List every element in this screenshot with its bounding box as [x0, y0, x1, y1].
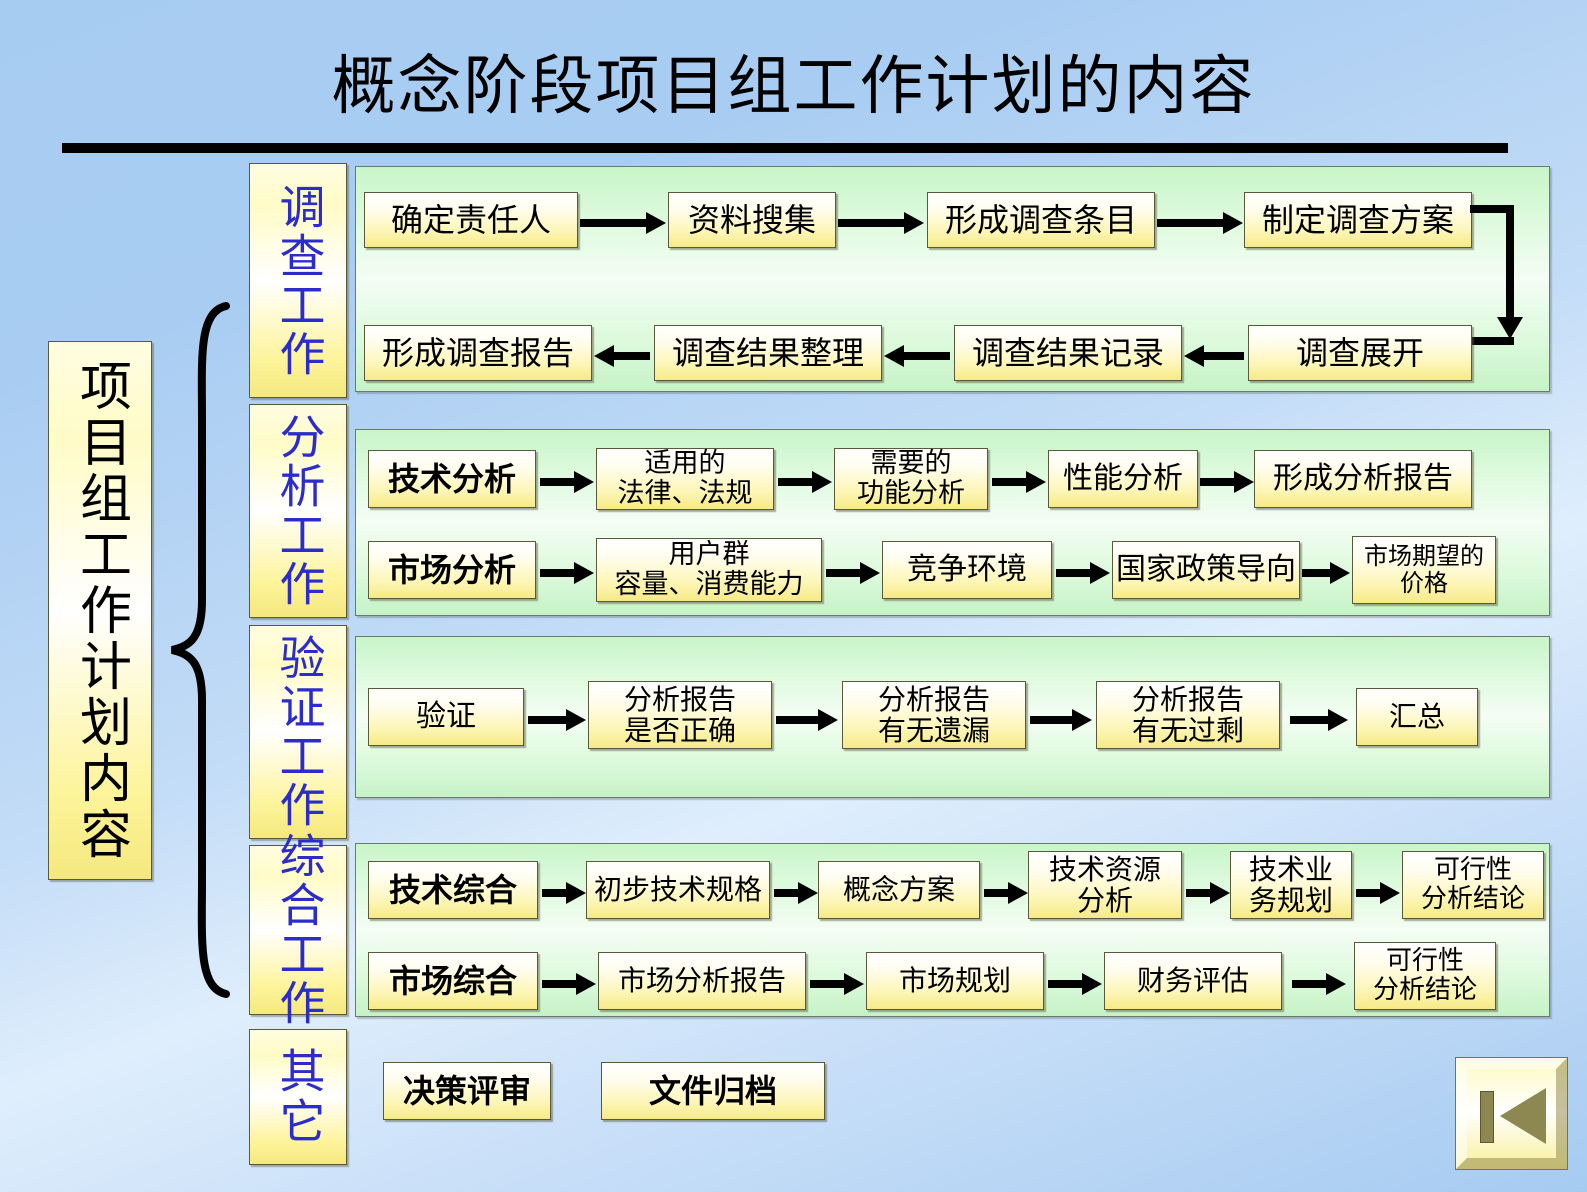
node-synthesis-0-4[interactable]: 技术业务规划: [1230, 851, 1352, 919]
node-analysis-0-4[interactable]: 形成分析报告: [1254, 450, 1472, 508]
category-label-text: 验证工作: [273, 634, 325, 830]
node-verification-0-1[interactable]: 分析报告是否正确: [588, 681, 772, 749]
node-synthesis-0-3[interactable]: 技术资源分析: [1028, 851, 1182, 919]
node-analysis-0-2[interactable]: 需要的功能分析: [834, 448, 988, 510]
category-label-verification[interactable]: 验证工作: [249, 625, 347, 839]
node-verification-0-0[interactable]: 验证: [368, 688, 524, 746]
left-brace: [168, 300, 230, 1000]
node-analysis-0-0[interactable]: 技术分析: [368, 450, 536, 508]
node-investigation-1-2[interactable]: 调查结果记录: [954, 325, 1182, 381]
node-analysis-1-3[interactable]: 国家政策导向: [1112, 541, 1300, 599]
node-investigation-0-1[interactable]: 资料搜集: [668, 192, 836, 248]
node-verification-0-2[interactable]: 分析报告有无遗漏: [842, 681, 1026, 749]
first-slide-button[interactable]: [1455, 1057, 1568, 1170]
category-label-investigation[interactable]: 调查工作: [249, 163, 347, 398]
node-synthesis-0-5[interactable]: 可行性分析结论: [1402, 851, 1544, 919]
node-synthesis-1-2[interactable]: 市场规划: [866, 952, 1044, 1010]
node-synthesis-1-0[interactable]: 市场综合: [368, 952, 538, 1010]
node-analysis-1-1[interactable]: 用户群容量、消费能力: [596, 538, 822, 602]
node-investigation-0-3[interactable]: 制定调查方案: [1244, 192, 1472, 248]
category-label-other[interactable]: 其它: [249, 1029, 347, 1165]
title-divider: [62, 143, 1508, 153]
page-title: 概念阶段项目组工作计划的内容: [331, 50, 1256, 124]
category-label-analysis[interactable]: 分析工作: [249, 404, 347, 618]
node-other-0[interactable]: 决策评审: [383, 1062, 551, 1120]
node-analysis-1-2[interactable]: 竞争环境: [882, 541, 1052, 599]
elbow-arrow-down: [1470, 205, 1530, 355]
category-label-synthesis[interactable]: 综合工作: [249, 832, 347, 1028]
skip-to-start-icon-bar: [1480, 1091, 1494, 1143]
elbow-arrow-tail: [1470, 337, 1514, 345]
category-label-text: 其它: [273, 1047, 325, 1147]
node-synthesis-0-0[interactable]: 技术综合: [368, 861, 538, 919]
skip-to-start-icon: [1500, 1088, 1546, 1144]
node-investigation-1-1[interactable]: 调查结果整理: [654, 325, 882, 381]
node-verification-0-4[interactable]: 汇总: [1356, 688, 1478, 746]
node-investigation-0-0[interactable]: 确定责任人: [364, 192, 578, 248]
node-investigation-0-2[interactable]: 形成调查条目: [927, 192, 1155, 248]
node-synthesis-0-2[interactable]: 概念方案: [818, 861, 980, 919]
category-label-text: 分析工作: [273, 413, 325, 609]
category-label-text: 调查工作: [273, 182, 325, 379]
node-synthesis-1-4[interactable]: 可行性分析结论: [1354, 942, 1496, 1010]
node-synthesis-1-3[interactable]: 财务评估: [1104, 952, 1282, 1010]
category-label-text: 综合工作: [273, 832, 325, 1028]
node-synthesis-0-1[interactable]: 初步技术规格: [586, 861, 770, 919]
node-analysis-0-3[interactable]: 性能分析: [1048, 450, 1198, 508]
node-synthesis-1-1[interactable]: 市场分析报告: [598, 952, 806, 1010]
node-analysis-1-0[interactable]: 市场分析: [368, 541, 536, 599]
node-analysis-1-4[interactable]: 市场期望的价格: [1352, 536, 1496, 604]
root-label-box: 项目组工作计划内容: [48, 341, 152, 880]
node-investigation-1-3[interactable]: 调查展开: [1248, 325, 1472, 381]
node-verification-0-3[interactable]: 分析报告有无过剩: [1096, 681, 1280, 749]
root-label-text: 项目组工作计划内容: [71, 358, 129, 863]
node-other-1[interactable]: 文件归档: [601, 1062, 825, 1120]
node-investigation-1-0[interactable]: 形成调查报告: [364, 325, 592, 381]
node-analysis-0-1[interactable]: 适用的法律、法规: [596, 448, 774, 510]
